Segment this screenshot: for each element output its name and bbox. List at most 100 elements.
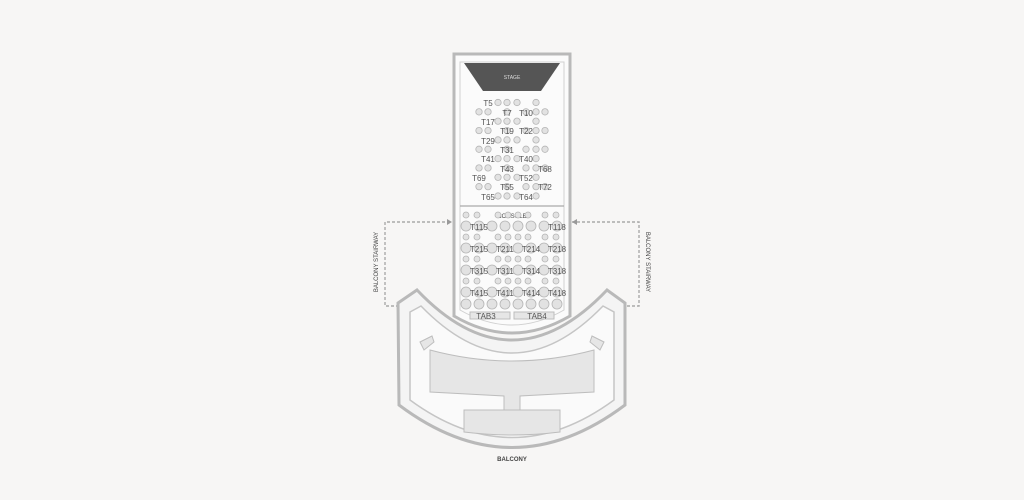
seat[interactable] xyxy=(503,117,511,125)
seat[interactable] xyxy=(503,192,511,200)
seat[interactable] xyxy=(522,183,530,191)
seat[interactable] xyxy=(522,164,530,172)
seat[interactable] xyxy=(514,255,522,263)
seat[interactable] xyxy=(532,164,540,172)
seat[interactable] xyxy=(513,173,521,181)
seat[interactable] xyxy=(462,233,470,241)
seat[interactable] xyxy=(462,255,470,263)
seat[interactable] xyxy=(504,277,512,285)
seat[interactable] xyxy=(522,145,530,153)
seat[interactable] xyxy=(494,192,502,200)
seat[interactable] xyxy=(541,164,549,172)
seat[interactable] xyxy=(460,264,472,276)
seat[interactable] xyxy=(473,298,485,310)
seat[interactable] xyxy=(494,155,502,163)
seat[interactable] xyxy=(541,255,549,263)
seat[interactable] xyxy=(532,108,540,116)
seat[interactable] xyxy=(532,192,540,200)
tab4-section[interactable] xyxy=(513,311,555,320)
seat[interactable] xyxy=(525,286,537,298)
seat[interactable] xyxy=(532,173,540,181)
seat[interactable] xyxy=(513,136,521,144)
seat[interactable] xyxy=(494,173,502,181)
seat[interactable] xyxy=(499,286,511,298)
seat[interactable] xyxy=(552,211,560,219)
seat[interactable] xyxy=(473,255,481,263)
seat[interactable] xyxy=(473,242,485,254)
seat[interactable] xyxy=(494,136,502,144)
balcony-right-box[interactable] xyxy=(589,335,605,351)
seat[interactable] xyxy=(538,264,550,276)
seat[interactable] xyxy=(524,255,532,263)
seat[interactable] xyxy=(551,220,563,232)
seat[interactable] xyxy=(475,183,483,191)
seat[interactable] xyxy=(494,211,502,219)
seat[interactable] xyxy=(538,242,550,254)
seat[interactable] xyxy=(538,220,550,232)
seat[interactable] xyxy=(473,277,481,285)
seat[interactable] xyxy=(504,255,512,263)
seat[interactable] xyxy=(475,108,483,116)
seat[interactable] xyxy=(525,264,537,276)
seat[interactable] xyxy=(462,277,470,285)
seat[interactable] xyxy=(494,98,502,107)
seat[interactable] xyxy=(551,264,563,276)
seat[interactable] xyxy=(513,117,521,125)
seat[interactable] xyxy=(524,233,532,241)
seat[interactable] xyxy=(486,264,498,276)
seat[interactable] xyxy=(532,136,540,144)
seat[interactable] xyxy=(551,298,563,310)
seat[interactable] xyxy=(538,286,550,298)
seat[interactable] xyxy=(499,220,511,232)
seat[interactable] xyxy=(541,108,549,116)
seat[interactable] xyxy=(512,220,524,232)
seat[interactable] xyxy=(484,183,492,191)
seat[interactable] xyxy=(541,183,549,191)
seat[interactable] xyxy=(484,145,492,153)
balcony-rear-section[interactable] xyxy=(463,409,561,436)
seat[interactable] xyxy=(513,155,521,163)
seat[interactable] xyxy=(494,277,502,285)
seat[interactable] xyxy=(525,298,537,310)
seat[interactable] xyxy=(499,264,511,276)
seat[interactable] xyxy=(541,277,549,285)
seat[interactable] xyxy=(551,286,563,298)
seat[interactable] xyxy=(514,277,522,285)
seat[interactable] xyxy=(551,242,563,254)
seat[interactable] xyxy=(552,233,560,241)
seat[interactable] xyxy=(504,233,512,241)
seat[interactable] xyxy=(486,286,498,298)
seat[interactable] xyxy=(475,126,483,135)
seat[interactable] xyxy=(460,242,472,254)
seat[interactable] xyxy=(503,173,511,181)
seat[interactable] xyxy=(541,145,549,153)
seat[interactable] xyxy=(525,220,537,232)
seat[interactable] xyxy=(494,117,502,125)
seat[interactable] xyxy=(503,108,511,116)
seat[interactable] xyxy=(522,126,530,135)
tab3-section[interactable] xyxy=(469,311,511,320)
seat[interactable] xyxy=(541,233,549,241)
seat[interactable] xyxy=(512,298,524,310)
seat[interactable] xyxy=(475,164,483,172)
seat[interactable] xyxy=(460,298,472,310)
seat[interactable] xyxy=(541,126,549,135)
seat[interactable] xyxy=(532,117,540,125)
seat[interactable] xyxy=(503,98,511,107)
seat[interactable] xyxy=(532,183,540,191)
seat[interactable] xyxy=(460,220,472,232)
seat[interactable] xyxy=(541,211,549,219)
seat[interactable] xyxy=(552,255,560,263)
seat[interactable] xyxy=(532,145,540,153)
seat[interactable] xyxy=(499,242,511,254)
seat[interactable] xyxy=(522,108,530,116)
seat[interactable] xyxy=(503,126,511,135)
seat[interactable] xyxy=(484,164,492,172)
seat[interactable] xyxy=(512,264,524,276)
seat[interactable] xyxy=(514,233,522,241)
seat[interactable] xyxy=(503,164,511,172)
seat[interactable] xyxy=(532,98,540,107)
seat[interactable] xyxy=(512,242,524,254)
seat[interactable] xyxy=(486,242,498,254)
seat[interactable] xyxy=(514,211,522,219)
